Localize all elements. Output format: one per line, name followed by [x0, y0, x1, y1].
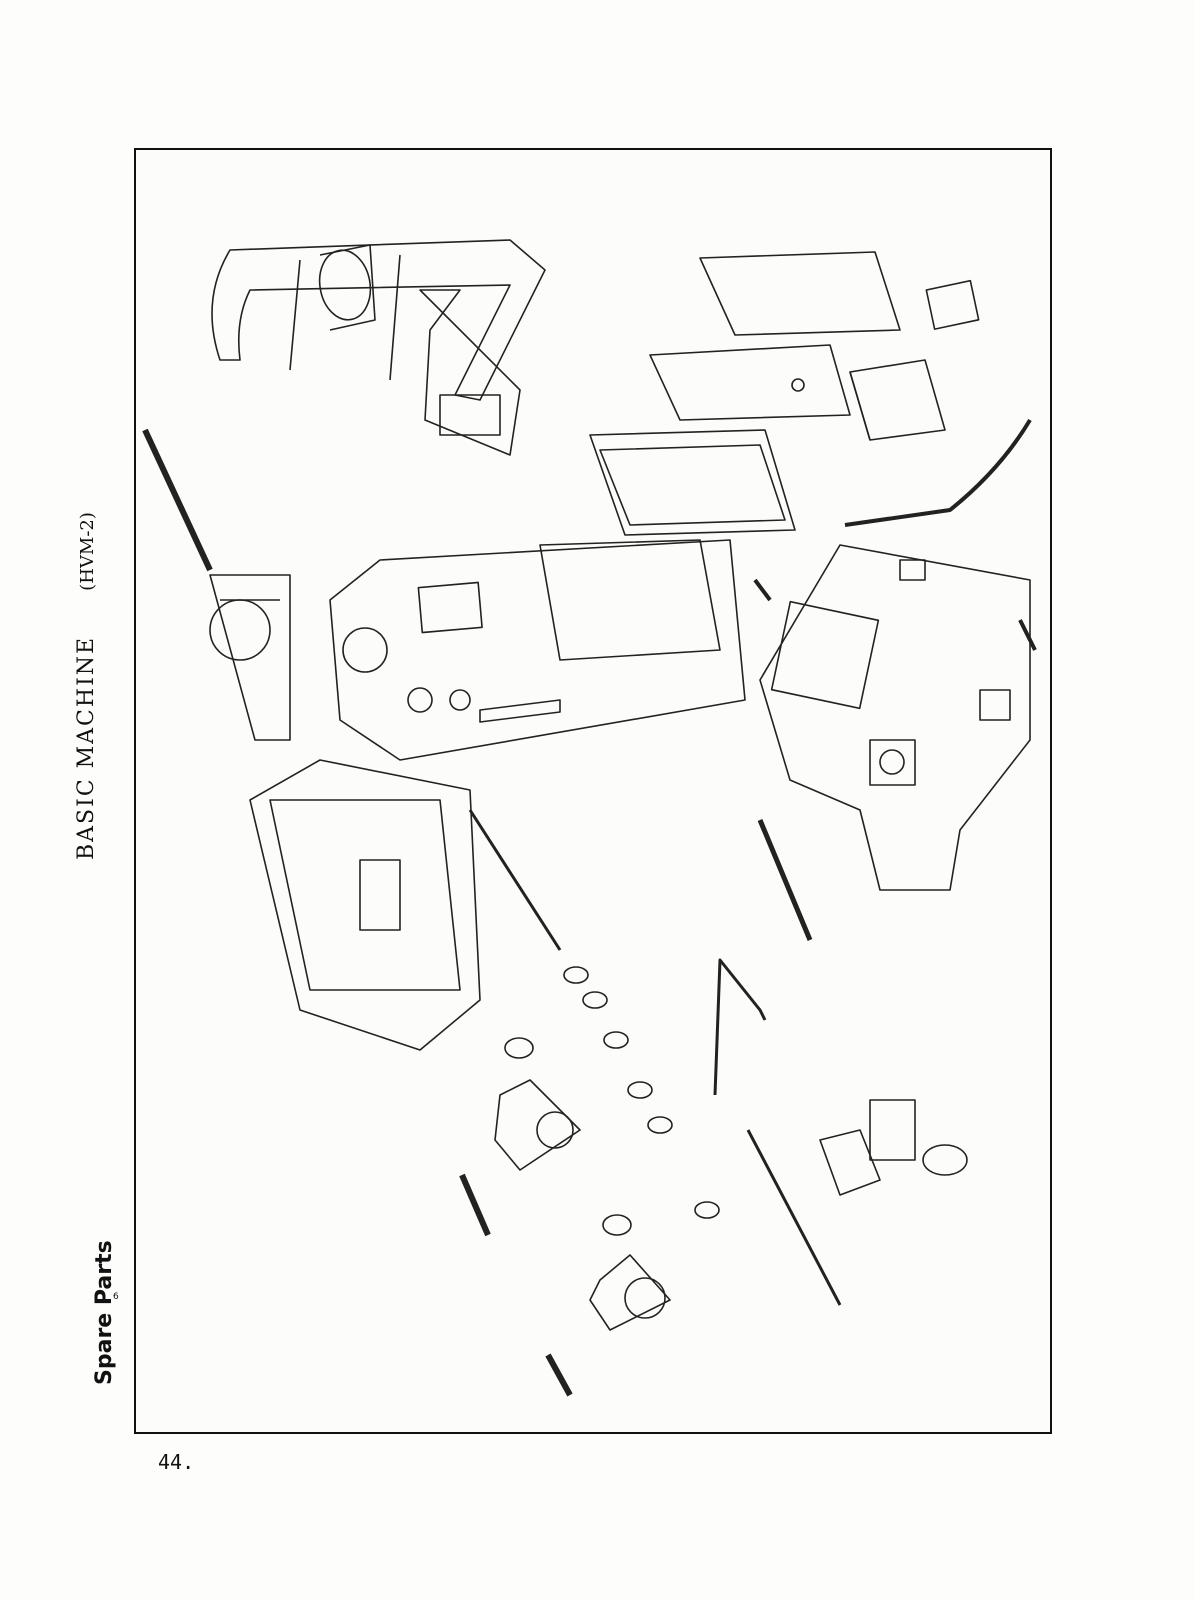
nameplate	[925, 279, 980, 330]
spindle-shaft	[468, 809, 562, 951]
motor	[318, 249, 372, 321]
cover-plate	[649, 344, 851, 421]
coolant-hose	[844, 418, 1032, 527]
rod	[142, 428, 213, 572]
switch-box	[849, 359, 946, 441]
control-panel	[699, 251, 901, 336]
page-number: 44.	[158, 1450, 195, 1474]
head-assembly	[249, 759, 481, 1051]
coolant-pipe	[713, 958, 767, 1096]
pipe-57	[746, 1129, 842, 1306]
lever-arm-upper	[494, 1079, 581, 1171]
diagram-frame	[134, 148, 1052, 1434]
coolant-pump	[819, 1129, 881, 1196]
table-slide	[209, 574, 291, 741]
belt-guard	[211, 239, 546, 401]
motor-bracket	[419, 289, 521, 456]
base-casting	[759, 544, 1031, 891]
lever-arm-lower	[589, 1254, 671, 1331]
electrical-box	[589, 429, 796, 536]
column-body	[329, 539, 746, 761]
part-label: 6	[113, 1292, 119, 1302]
